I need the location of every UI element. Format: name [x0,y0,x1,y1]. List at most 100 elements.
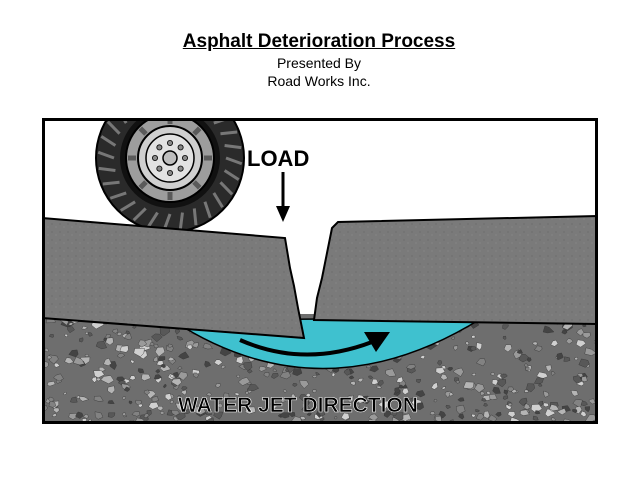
gravel-stone [534,410,541,415]
gravel-stone [301,405,311,413]
gravel-stone [572,375,583,384]
gravel-stone [202,343,213,350]
gravel-stone [533,377,544,385]
gravel-stone [299,380,310,389]
gravel-stone [475,413,485,421]
gravel-stone [160,364,166,369]
gravel-stone [481,398,487,402]
gravel-stone [299,394,310,403]
gravel-stone [171,378,182,387]
gravel-stone [415,402,424,411]
tire-tread [147,211,159,228]
gravel-stone [550,417,556,421]
wheel-lug [177,165,184,172]
gravel-stone [570,390,579,397]
wheel-lug [152,155,159,162]
gravel-stone [78,337,84,343]
gravel-stone [245,391,249,396]
gravel-stone [474,383,485,393]
gravel-stone [83,413,89,419]
gravel-stone [105,337,114,346]
gravel-stone [70,396,78,403]
gravel-stone [159,327,171,337]
gravel-stone [534,345,543,352]
gravel-stone [435,367,446,375]
gravel-stone [312,389,317,394]
tire-tread [212,192,224,209]
rim-slot [128,155,136,161]
gravel-stone [220,364,226,370]
gravel-stone [503,389,509,396]
gravel-stone [47,381,56,387]
gravel-stone [184,408,191,415]
gravel-stone [91,376,97,383]
gravel-stone [141,373,151,381]
wheel-lug [167,139,174,146]
gravel-stone [394,387,401,394]
gravel-stone [580,410,587,418]
gravel-stone [415,390,426,398]
gravel-stone [452,367,464,377]
gravel-stone [550,371,556,376]
gravel-stone [153,356,159,363]
gravel-stone [383,410,392,418]
tire-tread [220,130,238,136]
gravel-stone [465,341,470,346]
gravel-stone [177,395,182,400]
gravel-stone [222,392,230,400]
gravel-stone [119,345,129,353]
gravel-stone [385,368,397,377]
gravel-stone [453,345,459,351]
gravel-stone [463,381,475,390]
gravel-stone [176,336,184,341]
gravel-stone [234,392,240,396]
header: Asphalt Deterioration Process Presented … [0,30,638,90]
gravel-stone [206,392,212,397]
gravel-stone [96,377,102,382]
gravel-stone [67,326,75,334]
gravel-stone [371,378,379,385]
gravel-stone [292,368,303,376]
gravel-stone [580,400,588,407]
gravel-stone [178,351,190,360]
gravel-stone [447,367,453,372]
gravel-stone [272,368,277,373]
gravel-stone [123,386,130,392]
gravel-stone [315,371,321,376]
tire-tread [132,207,147,222]
gravel-stone [131,411,141,417]
gravel-stone [550,339,559,347]
gravel-stone [507,411,516,418]
gravel-stone [305,393,311,398]
gravel-stone [377,380,384,386]
rim-slot [204,155,212,161]
rim-slot [192,180,202,190]
gravel-stone [116,331,123,336]
gravel-stone [130,359,135,365]
gravel-stone [357,377,364,383]
company-name: Road Works Inc. [267,73,371,89]
gravel-stone [72,356,85,366]
tire-tread [178,212,184,230]
gravel-stone [584,347,597,356]
tire-tread [97,150,115,160]
gravel-stone [556,352,564,361]
gravel-stone [246,384,260,391]
gravel-stone [186,344,193,350]
gravel-stone [156,405,164,411]
gravel-stone [572,409,578,414]
gravel-stone [159,411,165,415]
gravel-stone [122,412,127,417]
gravel-stone [143,413,150,419]
gravel-stone [149,341,155,347]
tire-tread [102,180,120,186]
gravel-stone [258,365,267,372]
gravel-stone [177,366,183,370]
gravel-stone [143,389,150,396]
gravel-stone [107,385,116,395]
rim-slot [167,192,173,200]
gravel-stone [52,407,60,414]
gravel-stone [205,411,213,416]
gravel-stone [63,392,67,396]
wheel-lug [177,144,184,151]
